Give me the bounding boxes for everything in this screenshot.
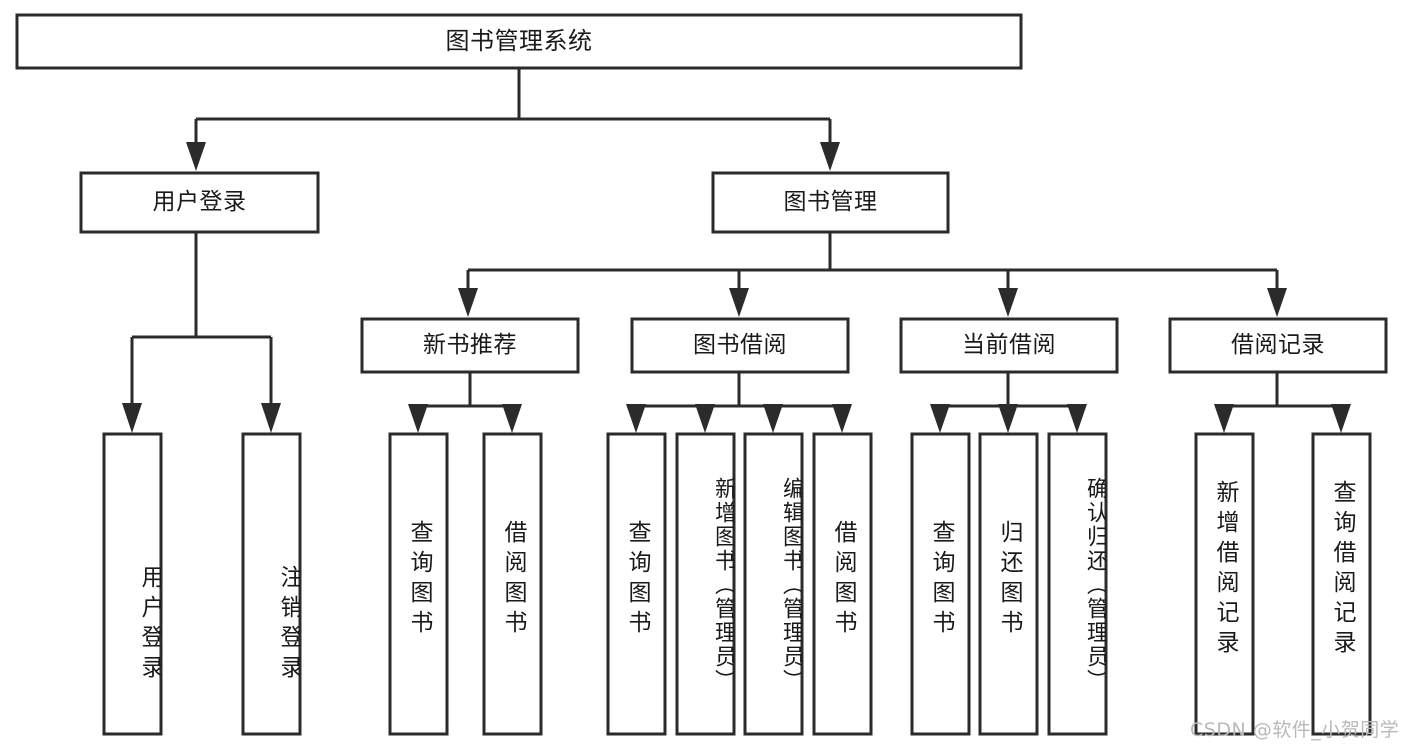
node-box-borrow-record[interactable]	[1168, 317, 1388, 374]
node-box-leaf-cb-return-book[interactable]	[978, 432, 1039, 736]
arrow-head-book-manage	[820, 142, 840, 171]
node-box-user-login[interactable]	[79, 171, 320, 234]
node-box-leaf-cb-query-book[interactable]	[910, 432, 971, 736]
arrow-head-nb-leaf-1	[408, 404, 428, 433]
arrow-head-leaf-user-login	[122, 403, 142, 433]
arrow-head-cb-leaf-1	[930, 404, 950, 433]
node-box-leaf-bb-edit-book[interactable]	[743, 432, 804, 736]
arrow-head-leaf-logout	[261, 403, 281, 433]
node-box-leaf-br-query-record[interactable]	[1311, 432, 1372, 736]
node-box-book-manage[interactable]	[711, 171, 950, 234]
node-box-leaf-br-add-record[interactable]	[1194, 432, 1255, 736]
arrow-head-borrow-record	[1267, 288, 1287, 317]
node-box-new-book-recommend[interactable]	[360, 317, 580, 374]
arrow-head-user-login	[186, 142, 206, 171]
arrow-head-br-leaf-2	[1331, 404, 1351, 433]
arrow-head-bb-leaf-2	[695, 404, 715, 433]
node-box-leaf-bb-borrow-book[interactable]	[812, 432, 873, 736]
node-box-leaf-nb-query-book[interactable]	[388, 432, 449, 736]
arrow-head-new-book	[458, 288, 478, 317]
arrow-head-book-borrow	[729, 288, 749, 317]
arrow-head-br-leaf-1	[1214, 404, 1234, 433]
arrow-head-bb-leaf-4	[832, 404, 852, 433]
node-box-leaf-cb-confirm-return[interactable]	[1047, 432, 1108, 736]
arrow-head-bb-leaf-1	[626, 404, 646, 433]
arrow-head-cb-leaf-3	[1067, 404, 1087, 433]
arrow-head-nb-leaf-2	[502, 404, 522, 433]
node-box-leaf-bb-query-book[interactable]	[606, 432, 667, 736]
node-box-book-borrow[interactable]	[630, 317, 850, 374]
node-box-current-borrow[interactable]	[899, 317, 1119, 374]
arrow-head-bb-leaf-3	[763, 404, 783, 433]
arrow-head-cb-leaf-2	[998, 404, 1018, 433]
arrow-head-current-borrow	[998, 288, 1018, 317]
node-box-leaf-nb-borrow-book[interactable]	[482, 432, 543, 736]
node-box-root[interactable]	[15, 13, 1023, 70]
node-box-leaf-logout[interactable]	[241, 432, 302, 736]
node-box-leaf-bb-add-book[interactable]	[675, 432, 736, 736]
node-box-leaf-user-login[interactable]	[102, 432, 163, 736]
